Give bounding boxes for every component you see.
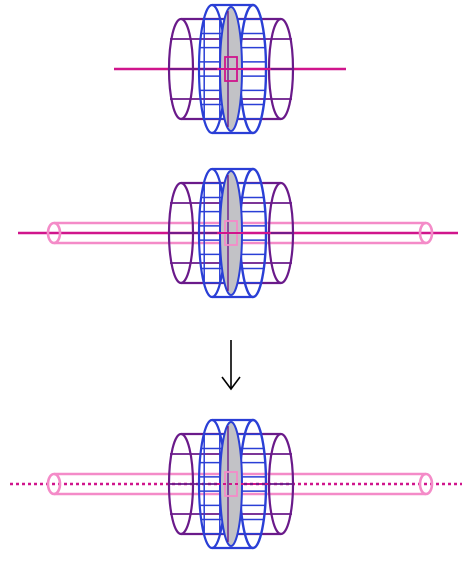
- down-arrow-icon: [221, 340, 241, 391]
- panel-middle-assembly: [18, 167, 458, 299]
- tube-right-end: [418, 472, 434, 496]
- tube-left-end: [46, 221, 62, 245]
- tube-right-end: [418, 221, 434, 245]
- panel-bottom-assembly: [10, 418, 462, 550]
- tube-left-end: [46, 472, 62, 496]
- panel-top-assembly: [114, 3, 346, 135]
